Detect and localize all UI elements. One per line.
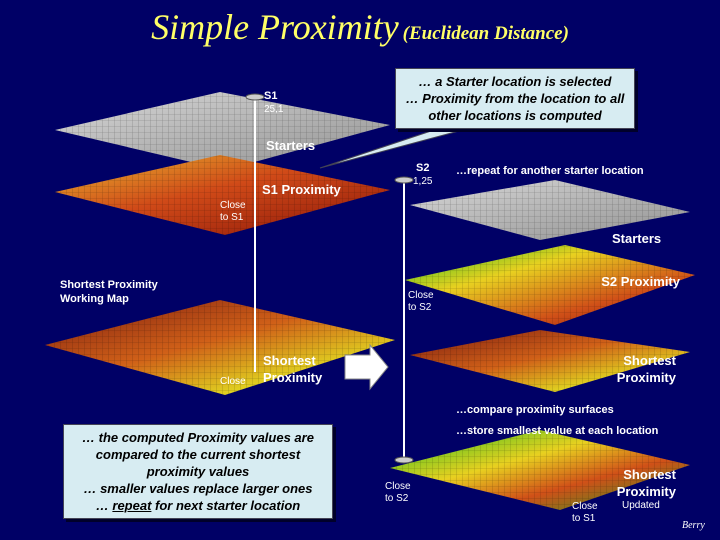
left-shortest-label: Shortest Proximity [263,353,323,385]
s1-starter-layer [55,92,390,170]
callout-top: … a Starter location is selected … Proxi… [395,68,635,129]
updated-surface [390,430,690,510]
working-map-label: Shortest Proximity Working Map [60,279,158,305]
repeat-link[interactable]: repeat [112,498,152,513]
right-arrow [344,343,389,391]
s1-coords: 25,1 [264,104,284,115]
s2-pointer-line [394,176,414,464]
s2-repeat-note: …repeat for another starter location [456,165,644,177]
working-map-surface [45,300,395,395]
callout-bottom-line3: … repeat for next starter location [95,498,301,513]
s1-pointer-line [245,93,265,372]
page-title: Simple Proximity (Euclidean Distance) [0,6,720,48]
s2-starters-label: Starters [612,231,662,246]
s1-starters-label: Starters [266,138,316,153]
s1-proximity-label: S1 Proximity [262,182,341,197]
s2-name: S2 [416,162,430,174]
bottom-shortest-label: Shortest Proximity [616,467,676,499]
title-sub: (Euclidean Distance) [402,23,569,44]
bottom-close-s1-label: Close to S1 [572,501,598,524]
s2-close-label: Close to S2 [408,290,434,313]
title-main: Simple Proximity [151,7,399,47]
compare-line2: …store smallest value at each location [456,425,659,437]
bottom-close-s2-label: Close to S2 [385,481,411,504]
callout-top-line2: … Proximity from the location to all oth… [405,91,625,123]
callout-bottom-line1: … the computed Proximity values are comp… [82,430,314,479]
s2-proximity-surface [405,245,695,325]
left-close-label: Close [220,376,246,387]
updated-label: Updated [622,500,660,511]
s1-name: S1 [264,90,278,102]
s1-proximity-surface [55,155,390,235]
s2-proximity-label: S2 Proximity [601,274,680,289]
shortest-proximity-surface-right [410,330,690,392]
compare-line1: …compare proximity surfaces [456,404,614,416]
s1-close-label: Close to S1 [220,200,246,223]
callout-bottom-line2: … smaller values replace larger ones [83,481,313,496]
callout-top-line1: … a Starter location is selected [418,74,612,89]
signature: Berry [682,520,705,531]
s2-starter-layer [410,180,690,240]
s2-coords: 1,25 [413,176,433,187]
callout-bottom: … the computed Proximity values are comp… [63,424,333,519]
right-shortest-label: Shortest Proximity [616,353,676,385]
